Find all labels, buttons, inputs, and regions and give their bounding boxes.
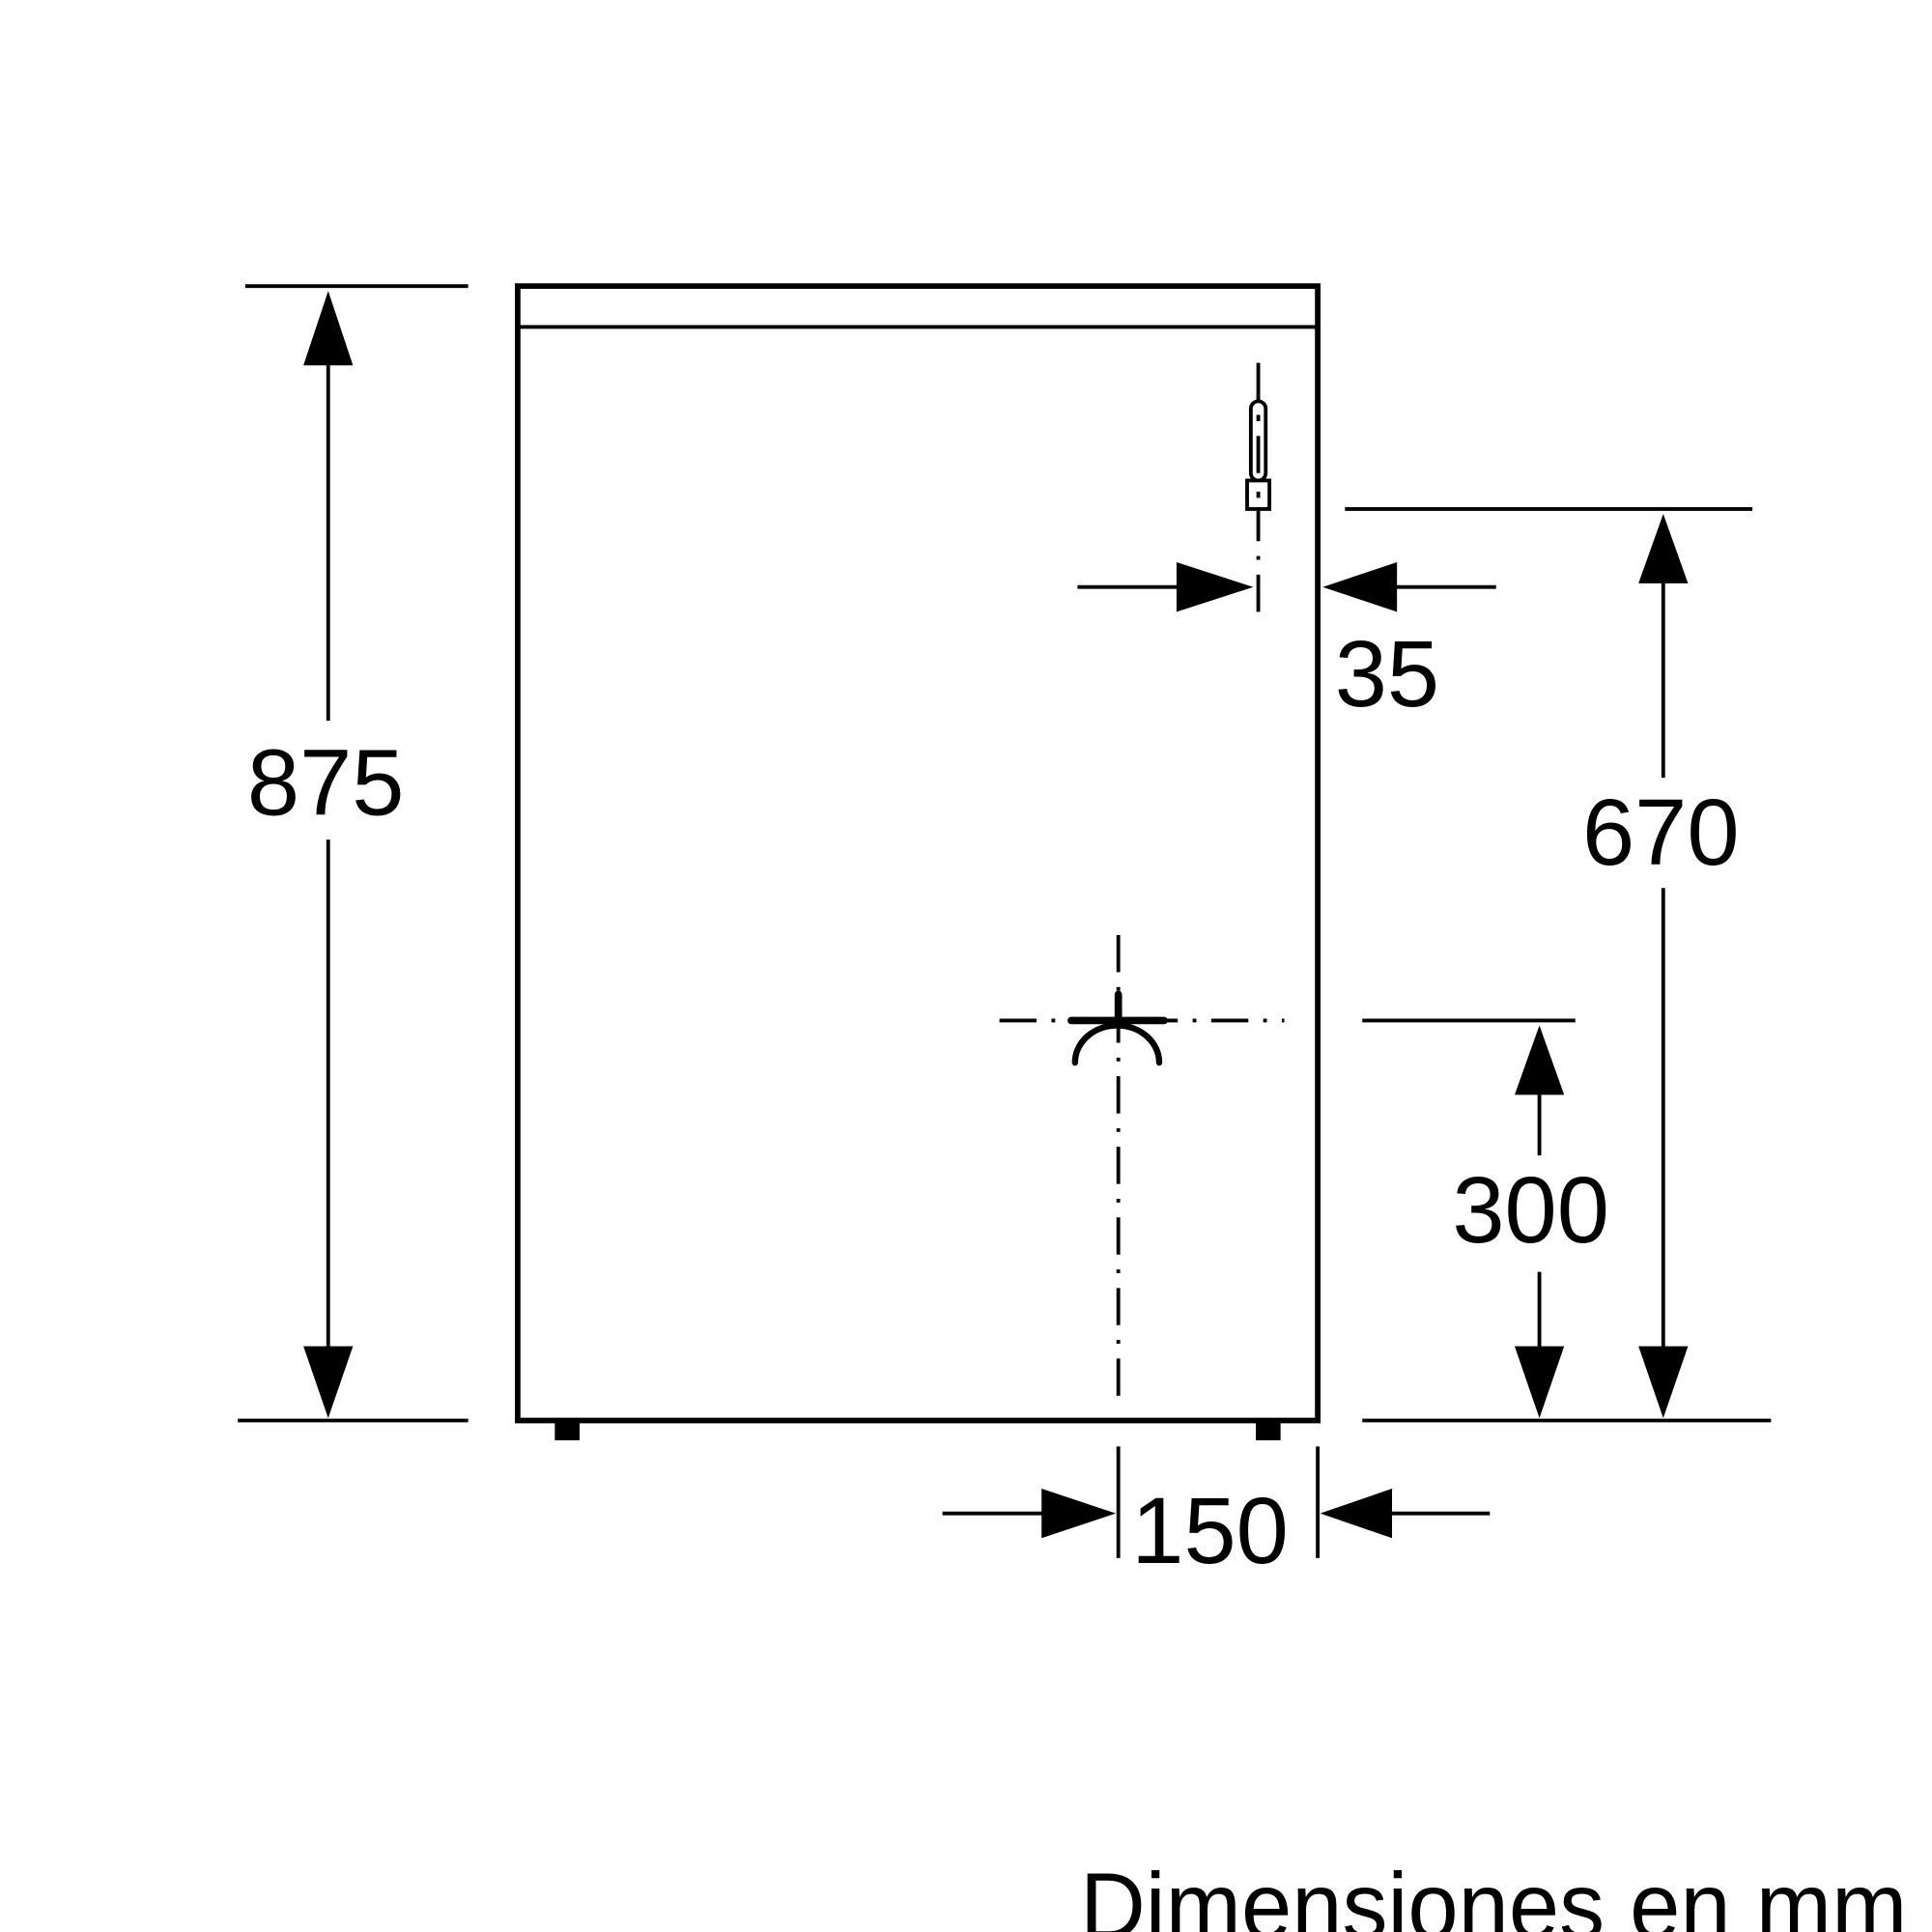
dimension-drain-height-670: 670 [1345, 507, 1753, 1418]
arrowhead-left [1322, 562, 1398, 612]
dimension-water-offset-150: 150 [942, 1446, 1491, 1583]
arrowhead-up [1514, 1025, 1565, 1095]
foot-right [1256, 1420, 1281, 1441]
arrowhead-left [1320, 1489, 1393, 1539]
foot-left [554, 1420, 580, 1441]
dimension-water-height-300: 300 [1362, 1018, 1609, 1418]
dimension-label-300: 300 [1452, 1157, 1609, 1263]
arrowhead-right [1176, 562, 1254, 612]
arrowhead-down [303, 1346, 354, 1418]
dimension-label-670: 670 [1582, 780, 1740, 885]
dimension-label-875: 875 [247, 730, 405, 836]
dimension-label-150: 150 [1131, 1478, 1289, 1583]
dimension-height-875: 875 [238, 284, 469, 1423]
dimension-label-35: 35 [1335, 621, 1439, 726]
dimension-drain-offset-35: 35 [1077, 562, 1496, 726]
water-connection-icon [999, 934, 1285, 1406]
arrowhead-down [1638, 1346, 1689, 1418]
units-caption: Dimensiones en mm [1080, 1853, 1907, 1932]
arrowhead-right [1041, 1489, 1117, 1539]
arrowhead-up [303, 291, 354, 366]
arrowhead-up [1638, 514, 1689, 583]
appliance-outline [515, 283, 1321, 1441]
arrowhead-down [1514, 1346, 1565, 1418]
drain-hose-icon [1245, 362, 1272, 626]
